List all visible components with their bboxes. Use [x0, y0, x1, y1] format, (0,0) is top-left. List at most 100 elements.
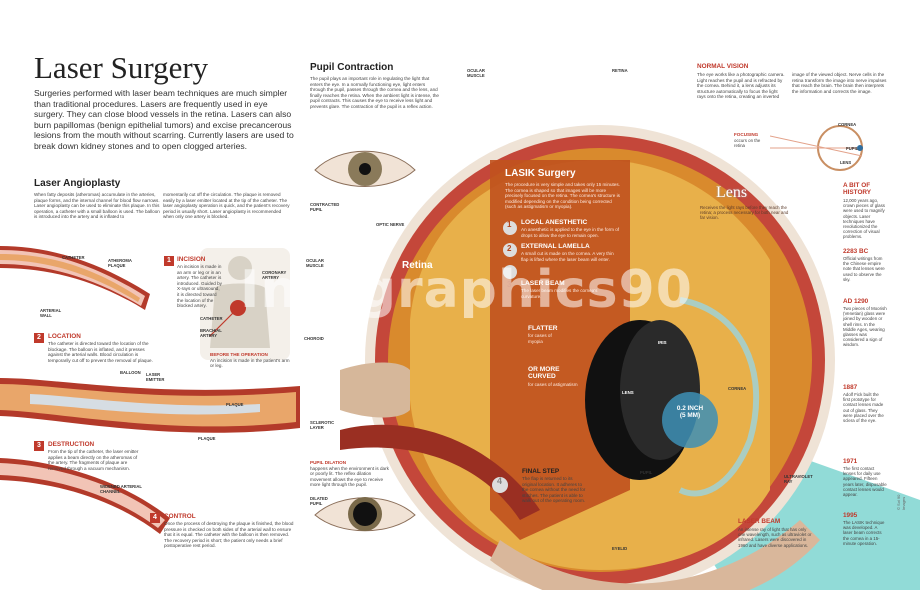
before-operation: BEFORE THE OPERATION An incision is made…	[210, 352, 290, 369]
step-1-title: INCISION	[177, 256, 206, 263]
retina-big-label: Retina	[402, 260, 433, 271]
history-text-5: The LASIK technique was developed. A las…	[843, 520, 885, 546]
focusing-title: FOCUSING	[734, 132, 759, 137]
label-widened: WIDENED ARTERIAL CHANNEL	[100, 484, 142, 494]
label-arterial-wall: ARTERIAL WALL	[40, 308, 62, 318]
step-1-number: 1	[164, 256, 174, 266]
pupil-dilation: PUPIL DILATION happens when the environm…	[310, 460, 392, 488]
history-text-1: Official writings from the Chinese empir…	[843, 256, 885, 282]
dilated-eye-photo	[314, 497, 416, 532]
artery-1	[0, 246, 150, 310]
label-pupil: PUPIL	[640, 470, 653, 475]
laser-beam-title: LASER BEAM	[738, 518, 781, 525]
nv-label-pupil: PUPIL	[846, 146, 859, 151]
final-step-title: FINAL STEP	[522, 468, 560, 475]
step-2-text: The catheter is directed toward the loca…	[48, 341, 153, 363]
label-atheroma: ATHEROMA PLAQUE	[108, 258, 132, 268]
step-4-title: CONTROL	[164, 513, 196, 520]
intro-text: Surgeries performed with laser beam tech…	[34, 88, 294, 151]
dilation-title: PUPIL DILATION	[310, 460, 347, 465]
dilation-text: happens when the environment is dark or …	[310, 465, 389, 488]
credit: © Sol 90 Images	[896, 494, 906, 510]
label-plaque-2: PLAQUE	[198, 436, 216, 441]
angioplasty-text-col1: When fatty deposits (atheromas) accumula…	[34, 192, 160, 220]
label-iris: IRIS	[658, 340, 667, 345]
page-title: Laser Surgery	[34, 50, 209, 85]
label-sclerotic: SCLEROTIC LAYER	[310, 420, 335, 430]
lasik-title: LASIK Surgery	[505, 168, 576, 179]
final-step-num: 4	[497, 476, 503, 486]
history-year-2: AD 1290	[843, 298, 869, 305]
label-catheter-2: CATHETER	[200, 316, 223, 321]
lasik-intro: The procedure is very simple and takes o…	[505, 182, 620, 210]
history-intro: 12,000 years ago, crown pieces of glass …	[843, 198, 885, 240]
measure-label: 0.2 INCH (5 MM)	[672, 405, 708, 419]
label-ocular-muscle: OCULAR MUSCLE	[467, 68, 485, 78]
step-4-number: 4	[150, 513, 160, 523]
measure-circle	[662, 392, 718, 448]
eye-cross-section	[340, 125, 920, 590]
laser-beam-text: An intense ray of light that has only on…	[738, 527, 812, 548]
angioplasty-heading: Laser Angioplasty	[34, 178, 121, 189]
label-choroid: CHOROID	[304, 336, 324, 341]
label-coronary: CORONARY ARTERY	[262, 270, 287, 280]
history-text-2: Two pieces of Moorish (Venetian) glass w…	[843, 306, 887, 348]
label-cornea: CORNEA	[728, 386, 747, 391]
normal-vision-col2: image of the viewed object. Nerve cells …	[792, 72, 887, 94]
lasik-step-1-num: 1	[507, 220, 512, 229]
lasik-step-2-text: A small cut is made on the cornea. A ver…	[521, 251, 614, 262]
curved-title: OR MORE CURVED	[528, 366, 560, 380]
normal-vision-diagram	[770, 125, 863, 171]
label-brachial: BRACHIAL ARTERY	[200, 328, 222, 338]
lasik-step-2-num: 2	[507, 244, 512, 253]
label-contracted-pupil: CONTRACTED PUPIL	[310, 202, 340, 212]
lens-title: Lens	[716, 184, 748, 201]
nv-label-lens: LENS	[840, 160, 852, 165]
lasik-step-1-text: An anesthetic is applied to the eye in t…	[521, 227, 620, 238]
artery-illustrations	[0, 246, 300, 534]
step-3-title: DESTRUCTION	[48, 441, 95, 448]
measure-inch: 0.2 INCH	[676, 405, 704, 412]
label-uv-ray: ULTRAVIOLET RAY	[784, 474, 813, 484]
history-year-5: 1995	[843, 512, 858, 519]
lasik-step-3-num: 3	[507, 280, 512, 289]
label-optic-nerve: OPTIC NERVE	[376, 222, 405, 227]
watermark: Infographics90	[240, 260, 693, 320]
label-dilated-pupil: DILATED PUPIL	[310, 496, 328, 506]
pupil-heading: Pupil Contraction	[310, 62, 394, 73]
pupil-text: The pupil plays an important role in reg…	[310, 76, 439, 109]
step-3-text: From the tip of the catheter, the laser …	[48, 449, 139, 471]
label-balloon: BALLOON	[120, 370, 141, 375]
step-2-number: 2	[34, 333, 44, 343]
label-plaque: PLAQUE	[226, 402, 244, 407]
step-1-text: An incision is made in an arm or leg or …	[177, 264, 222, 309]
artery-3	[0, 458, 170, 534]
focusing-text: occurs on the retina	[734, 138, 761, 149]
step-2-title: LOCATION	[48, 333, 81, 340]
lasik-step-3-title: LASER BEAM	[521, 280, 565, 287]
label-retina: RETINA	[612, 68, 628, 73]
lasik-step-2-title: EXTERNAL LAMELLA	[521, 243, 590, 250]
ocular-muscle-shape	[340, 424, 540, 520]
angioplasty-text-col2: momentarily cut off the circulation. The…	[163, 192, 290, 220]
history-year-1: 2283 BC	[843, 248, 869, 255]
before-op-text: An incision is made in the patient's arm…	[210, 357, 290, 369]
normal-vision-title: NORMAL VISION	[697, 63, 749, 70]
label-catheter: CATHETER	[62, 255, 85, 260]
label-ocular-muscle-2: OCULAR MUSCLE	[306, 258, 324, 268]
flatter-text: for cases of myopia	[528, 333, 552, 344]
label-laser-emitter: LASER EMITTER	[146, 372, 165, 382]
flatter-title: FLATTER	[528, 325, 558, 332]
lasik-step-1-title: LOCAL ANESTHETIC	[521, 219, 588, 226]
history-text-3: Adolf Fick built the first prototype for…	[843, 392, 884, 424]
before-op-title: BEFORE THE OPERATION	[210, 352, 268, 357]
normal-vision-col1: The eye works like a photographic camera…	[697, 72, 785, 100]
history-title: A BIT OF HISTORY	[843, 182, 872, 196]
artery-2	[0, 378, 300, 433]
step-3-number: 3	[34, 441, 44, 451]
measure-mm: (5 MM)	[679, 412, 701, 419]
step-4-text: Once the process of destroying the plaqu…	[164, 521, 294, 549]
eyelid-shape	[490, 520, 820, 590]
label-eyelid: EYELID	[612, 546, 628, 551]
final-step-text: The flap is returned to its original loc…	[522, 476, 586, 504]
